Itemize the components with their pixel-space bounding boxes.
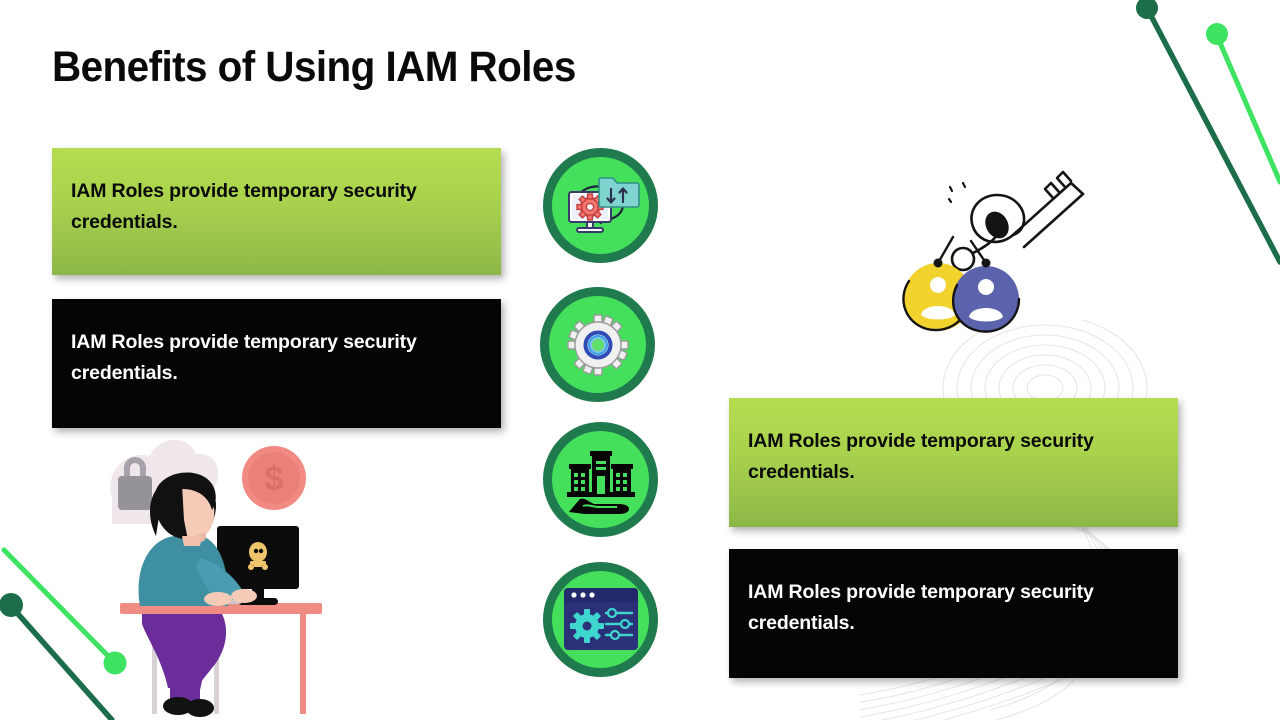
statement-card-3: IAM Roles provide temporary security cre… <box>729 398 1178 527</box>
statement-card-4: IAM Roles provide temporary security cre… <box>729 549 1178 678</box>
person-at-desk-with-skull-monitor-illustration: $ <box>110 439 322 717</box>
statement-card-3-text: IAM Roles provide temporary security cre… <box>748 430 1094 483</box>
skull-icon <box>248 542 268 570</box>
statement-card-1: IAM Roles provide temporary security cre… <box>52 148 501 275</box>
person-figure <box>138 472 257 717</box>
statement-card-4-text: IAM Roles provide temporary security cre… <box>748 581 1094 634</box>
pin-line-bottom-left-dark-green <box>0 593 115 720</box>
statement-card-1-text: IAM Roles provide temporary security cre… <box>71 180 417 233</box>
page-title: Benefits of Using IAM Roles <box>52 42 576 91</box>
pin-line-top-right-bright-green <box>1206 23 1280 185</box>
key-with-user-fobs-illustration <box>902 170 1085 333</box>
monitor-sync-folder-icon <box>567 176 640 233</box>
svg-text:$: $ <box>265 460 284 498</box>
statement-card-2: IAM Roles provide temporary security cre… <box>52 299 501 428</box>
icon-badge-2 <box>540 287 655 402</box>
gear-icon <box>566 313 629 376</box>
pin-line-top-right-dark-green <box>1136 0 1280 265</box>
browser-settings-sliders-icon <box>563 587 638 650</box>
buildings-in-hand-icon <box>566 450 635 514</box>
statement-card-2-text: IAM Roles provide temporary security cre… <box>71 331 417 384</box>
dollar-coin-icon: $ <box>242 446 306 510</box>
padlock-icon <box>118 457 152 510</box>
icon-badge-3 <box>543 422 658 537</box>
icon-badge-4 <box>543 562 658 677</box>
icon-badge-1 <box>543 148 658 263</box>
fob-user-blue <box>952 239 1021 333</box>
